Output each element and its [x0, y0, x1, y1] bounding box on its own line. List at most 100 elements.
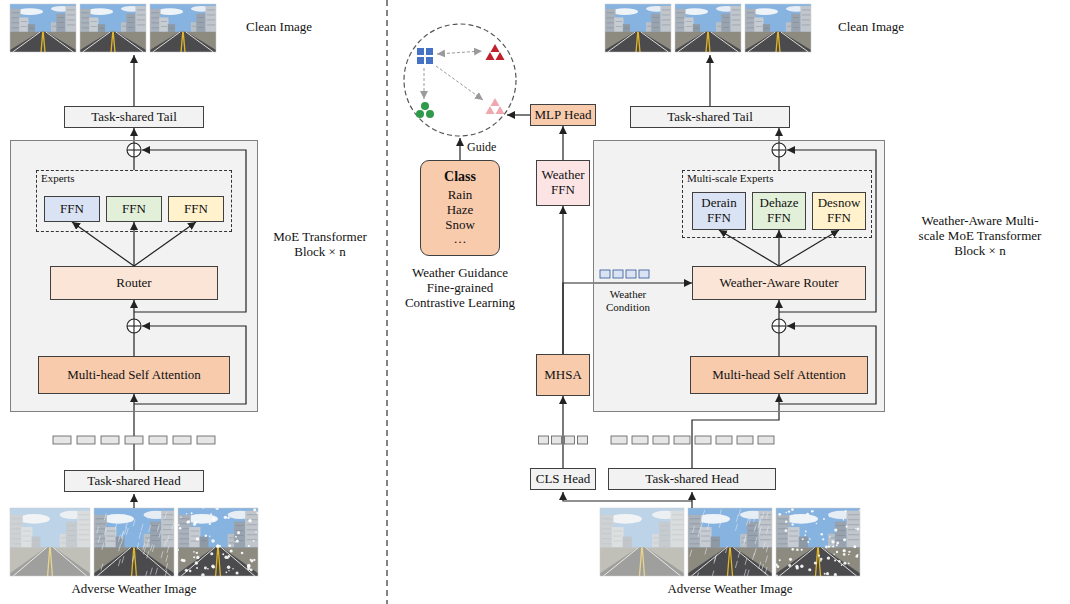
building-window-row [694, 28, 698, 29]
class-box: ClassRain Haze Snow … [420, 160, 500, 256]
snowflake [836, 551, 838, 553]
road-edge [221, 547, 255, 576]
building-window-row [760, 529, 771, 530]
divider-line [386, 0, 387, 604]
snowflake [211, 539, 215, 543]
rain-streak [754, 515, 756, 522]
snowflake [834, 528, 837, 531]
building-window-row [677, 12, 685, 13]
module-caption: Weather Guidance Fine-grained Contrastiv… [398, 266, 522, 311]
snowflake [788, 510, 790, 512]
box-label: FFN [184, 202, 208, 217]
snowflake [843, 538, 846, 541]
building-window-row [653, 22, 659, 23]
building-window-row [128, 27, 134, 28]
building-window-row [778, 538, 788, 539]
connector-arrow [779, 230, 839, 266]
tail-box: Task-shared Tail [630, 106, 790, 128]
building-window-row [67, 9, 75, 10]
building-window-row [12, 22, 20, 23]
snowflake [253, 559, 255, 561]
street-photo [605, 4, 671, 52]
rain-streak [172, 523, 174, 530]
snowflake [853, 545, 856, 548]
street-photo [178, 508, 258, 576]
building-window-row [12, 12, 20, 13]
router-box: Router [50, 266, 218, 300]
building-window-row [152, 12, 160, 13]
add-circle [127, 143, 141, 157]
rain-streak [102, 543, 104, 550]
box-label: Task-shared Tail [91, 110, 177, 125]
input-arrow [691, 492, 692, 508]
street-photo [745, 4, 811, 52]
connector-arrow [133, 300, 134, 356]
building-window-row [848, 519, 859, 520]
cloud [87, 8, 113, 15]
building-window-row [201, 540, 207, 541]
building-window-row [800, 540, 806, 541]
building-window-row [793, 27, 799, 28]
rain-streak [753, 553, 755, 560]
add-symbol [772, 319, 786, 333]
rain-streak [101, 564, 103, 571]
snowflake [785, 529, 788, 532]
box-label: Dehaze FFN [756, 196, 802, 226]
token [565, 436, 575, 444]
token [101, 436, 119, 444]
building-window-row [58, 22, 64, 23]
building-window-row [653, 17, 659, 18]
road-edge [83, 32, 111, 52]
expert-box: Derain FFN [692, 192, 746, 230]
building-window-row [690, 543, 700, 544]
rain-streak [98, 536, 100, 543]
building-window-row [701, 536, 710, 537]
building-window-row [778, 543, 788, 544]
building-window-row [137, 19, 145, 20]
token [125, 436, 143, 444]
road-edge [711, 32, 739, 52]
building [711, 537, 720, 548]
token [600, 270, 610, 278]
building-window-row [748, 535, 757, 536]
lane-marking [818, 547, 820, 576]
snowflake [834, 573, 837, 576]
building-window-row [607, 22, 615, 23]
building-window-row [732, 14, 740, 15]
attention-box: MHSA [536, 354, 590, 396]
building [56, 14, 65, 32]
snowflake [212, 518, 215, 521]
building-window-row [96, 538, 106, 539]
building [763, 24, 770, 32]
snowflake [800, 565, 803, 568]
building-window-row [756, 21, 762, 22]
snowflake [216, 545, 219, 548]
expert-box: Dehaze FFN [752, 192, 806, 230]
snowflake [808, 568, 811, 571]
road-edge [181, 547, 215, 576]
box-label: FFN [60, 202, 84, 217]
building-window-row [760, 534, 771, 535]
building-window-row [180, 518, 190, 519]
connector-arrow [133, 222, 134, 266]
lane-marking [111, 32, 113, 52]
road-edge [748, 32, 776, 52]
class-sample-triangle [496, 106, 505, 114]
snowflake [788, 564, 791, 567]
add-cross [133, 143, 134, 157]
expert-box: FFN [44, 196, 100, 222]
experts-group: ExpertsFFNFFNFFN [36, 170, 232, 232]
snowflake [801, 549, 803, 551]
token [578, 436, 588, 444]
head-box: CLS Head [530, 468, 596, 490]
rain-streak [150, 544, 152, 551]
box-label: Multi-head Self Attention [712, 368, 846, 383]
snowflake [235, 571, 238, 574]
building [605, 9, 616, 32]
rain-streak [167, 535, 169, 542]
class-sample-triangle [486, 52, 495, 60]
building-window-row [229, 537, 234, 538]
connector-arrow [719, 230, 779, 266]
rain-streak [167, 546, 169, 553]
